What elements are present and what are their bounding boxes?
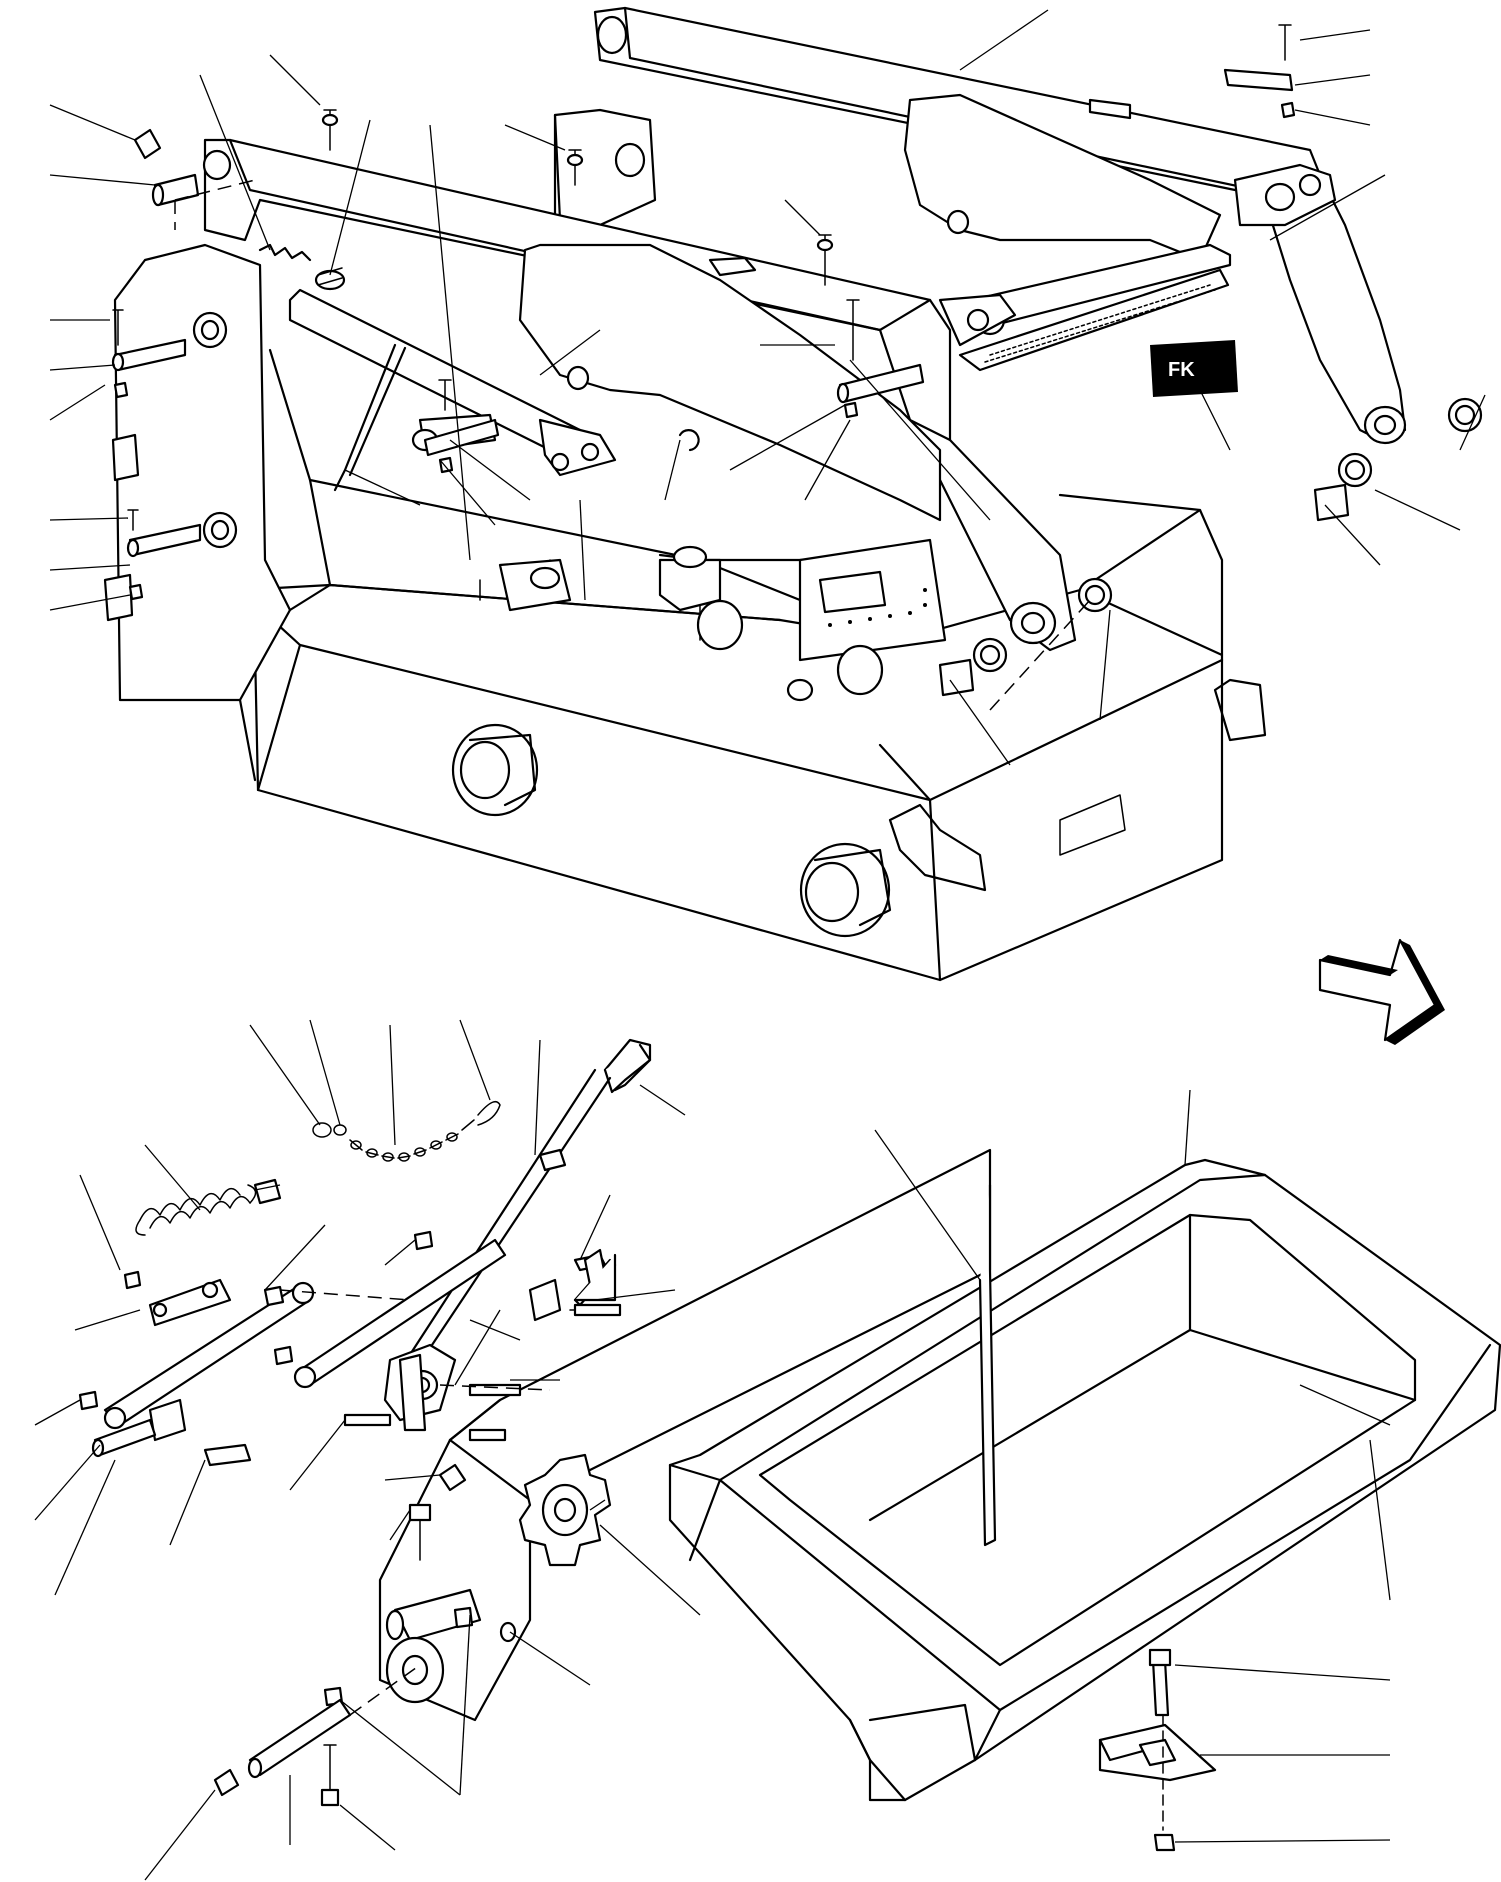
nut (253, 1178, 282, 1205)
bucket-tooth (1098, 1648, 1217, 1852)
nut (413, 1230, 434, 1251)
spring-clip (258, 243, 312, 262)
upper-hardware (103, 24, 1483, 697)
control-lever (383, 1038, 652, 1432)
loader-arm-frame (202, 138, 1077, 652)
loader-frame-assembly: FK (49, 6, 1486, 1045)
tooth-nut (1153, 1833, 1176, 1852)
base-pivot-hubs (451, 723, 892, 938)
pivot-pin (423, 418, 500, 457)
bracket-plate (528, 1278, 562, 1322)
lower-hardware (78, 1178, 622, 1807)
nut (1280, 101, 1296, 119)
pivot-pin (1223, 68, 1294, 92)
grease-nipple (213, 1768, 240, 1797)
safety-chain (312, 1100, 501, 1162)
upper-alignment-lines (174, 179, 1091, 711)
lower-alignment-lines (279, 1289, 551, 1716)
pivot-pin (248, 1698, 352, 1777)
circlip (678, 429, 700, 452)
bushing-pin (938, 658, 975, 697)
bucket (668, 1158, 1501, 1802)
locking-wheel (518, 1453, 612, 1567)
logo-text: FK (1168, 359, 1195, 381)
nut (78, 1390, 99, 1411)
bracket-plate (148, 1278, 232, 1327)
nut (263, 1285, 285, 1307)
lower-leader-lines (34, 1019, 1391, 1881)
nut (320, 1788, 340, 1807)
bucket-and-linkage-assembly (34, 1019, 1501, 1881)
nut (128, 583, 144, 601)
upper-leader-lines (49, 9, 1486, 766)
grease-nipple (438, 1463, 467, 1492)
nut (438, 456, 454, 474)
tooth-bolt (1151, 1658, 1170, 1717)
nut (273, 1345, 294, 1366)
lift-cylinder (938, 243, 1232, 372)
frame-tower (498, 108, 947, 702)
lower-linkage (91, 1238, 562, 1458)
nut (843, 401, 859, 419)
tension-spring (135, 1184, 257, 1236)
grease-nipple (133, 128, 162, 160)
pivot-pin (93, 1418, 157, 1457)
direction-arrow-icon (1318, 938, 1445, 1045)
rear-arm-frame (593, 6, 1407, 445)
bushing-pin (1313, 483, 1350, 522)
manufacturer-logo: FK (1150, 340, 1238, 397)
attachment-plate (378, 1148, 992, 1722)
nut (453, 1606, 474, 1629)
nut (113, 381, 129, 399)
nut (123, 1270, 142, 1290)
